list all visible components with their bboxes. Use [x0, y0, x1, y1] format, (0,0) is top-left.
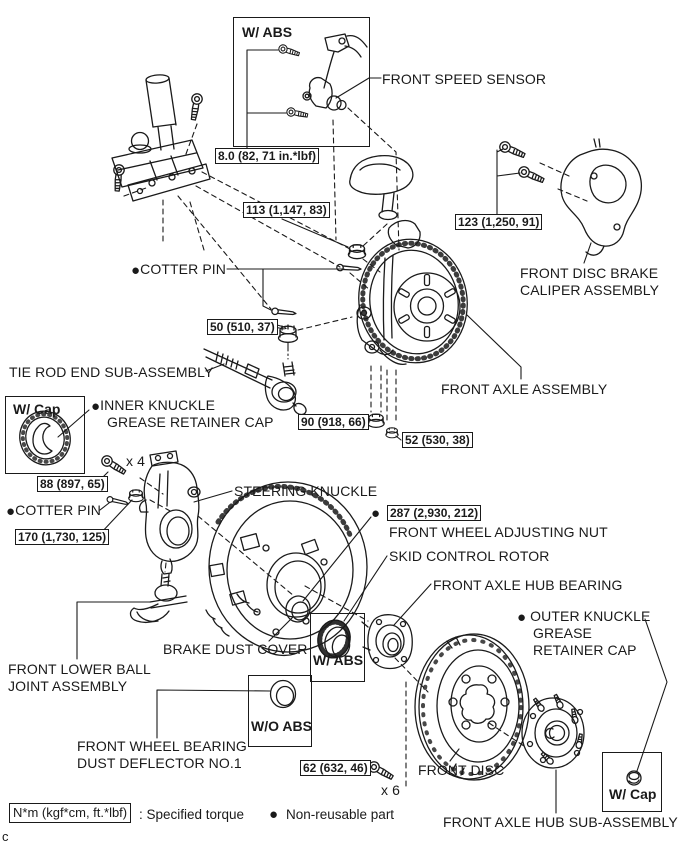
caliper-bolt-icon: [497, 139, 527, 161]
torque-tie-rod-nut: 50 (510, 37): [207, 319, 278, 335]
fasteners-art: [99, 244, 399, 783]
label-cotter-pin-lower: ●COTTER PIN: [6, 502, 101, 520]
torque-speed-sensor: 8.0 (82, 71 in.*lbf): [215, 148, 320, 164]
torque-ball-joint-nut: 170 (1,730, 125): [15, 529, 110, 545]
legend-torque-unit-box: N*m (kgf*cm, ft.*lbf): [9, 803, 132, 823]
hub-bearing-flange-art: [361, 614, 413, 670]
torque-caliper-bolt: 123 (1,250, 91): [455, 214, 543, 230]
wo-abs-variant-box-label: W/O ABS: [251, 718, 312, 734]
page-footer-char: c: [2, 829, 9, 844]
cotter-pin-icon: [335, 263, 362, 273]
abs-variant-box-mid: W/ ABS: [310, 613, 365, 682]
caliper-art: [497, 138, 643, 256]
label-count-x6: x 6: [381, 782, 400, 798]
label-count-x4: x 4: [126, 453, 145, 469]
cotter-pin-icon: [270, 307, 297, 317]
strut-bolt-icon: [187, 92, 204, 122]
wo-abs-deflector-art: [269, 679, 297, 709]
legend-nonreusable-bullet: ●: [269, 806, 279, 823]
label-brake-dust-cover: BRAKE DUST COVER: [163, 641, 308, 657]
label-adjusting-nut: FRONT WHEEL ADJUSTING NUT: [389, 524, 608, 540]
axle-nut-icon: [367, 413, 385, 428]
cap-variant-box-right-label: W/ Cap: [609, 786, 657, 802]
seal-ring-art: [285, 595, 311, 623]
abs-hub-bearing-art: [317, 619, 351, 659]
abs-variant-box-top: W/ ABS: [233, 17, 370, 147]
nonreusable-bullet: ●: [91, 398, 101, 415]
hub-sub-assembly-art: [521, 693, 585, 769]
label-hub-bearing: FRONT AXLE HUB BEARING: [433, 577, 623, 593]
disc-bolt-icon: [366, 759, 396, 783]
wheel-stud-icon: [539, 750, 556, 767]
abs-variant-box-mid-label: W/ ABS: [313, 652, 364, 668]
label-front-speed-sensor: FRONT SPEED SENSOR: [382, 71, 547, 87]
nonreusable-bullet: ●: [6, 503, 16, 520]
upper-arm-art: [349, 154, 414, 221]
nonreusable-bullet: ●: [131, 262, 141, 279]
label-front-disc: FRONT DISC: [418, 762, 505, 778]
ball-joint-nut-icon: [128, 489, 144, 503]
label-steering-knuckle: STEERING KNUCKLE: [234, 483, 378, 499]
wheel-stud-icon: [552, 693, 565, 710]
brake-dust-cover-art: [205, 481, 368, 657]
torque-disc-bolt: 62 (632, 46): [300, 760, 371, 776]
lower-ball-joint-art: [129, 573, 188, 624]
nonreusable-bullet: ●: [371, 505, 381, 522]
label-outer-knuckle-cap: ● OUTER KNUCKLE GREASE RETAINER CAP: [517, 608, 651, 658]
speed-sensor-art: [277, 33, 368, 121]
torque-axle-nut-lower: 52 (530, 38): [402, 432, 473, 448]
label-hub-sub-assembly: FRONT AXLE HUB SUB-ASSEMBLY: [443, 814, 678, 830]
inner-cap-art: [19, 410, 71, 466]
strut-assembly-art: [111, 74, 211, 202]
label-inner-knuckle-cap: ●INNER KNUCKLE GREASE RETAINER CAP: [91, 397, 274, 430]
legend-nonreusable-desc: Non-reusable part: [286, 807, 395, 822]
abs-variant-box-top-label: W/ ABS: [242, 24, 293, 40]
label-tie-rod-end: TIE ROD END SUB-ASSEMBLY: [9, 364, 214, 380]
torque-adjusting-nut: 287 (2,930, 212): [387, 505, 482, 521]
leader-lines: [57, 49, 668, 814]
cotter-pin-icon: [105, 495, 130, 507]
assembly-axis-dashed-lines: [123, 107, 588, 789]
label-skid-control-rotor: SKID CONTROL ROTOR: [389, 548, 550, 564]
strut-nut-icon: [347, 244, 367, 260]
steering-knuckle-art: [139, 450, 201, 575]
caliper-bolt-icon: [516, 164, 546, 186]
front-disc-art: [414, 633, 530, 781]
torque-axle-nut-upper: 90 (918, 66): [298, 414, 369, 430]
front-axle-assembly-art: [356, 219, 468, 366]
wo-abs-variant-box: W/O ABS: [248, 675, 312, 747]
torque-strut-nut: 113 (1,147, 83): [243, 202, 330, 218]
cap-variant-box-left: W/ Cap: [5, 396, 85, 474]
torque-knuckle-bolt: 88 (897, 65): [37, 476, 108, 492]
label-cotter-pin-upper: ●COTTER PIN: [131, 261, 226, 279]
tie-rod-art: [203, 348, 307, 416]
legend-torque-desc: : Specified torque: [139, 807, 245, 822]
outer-cap-art: [626, 770, 642, 786]
label-dust-deflector: FRONT WHEEL BEARING DUST DEFLECTOR NO.1: [77, 738, 247, 771]
label-lower-ball-joint: FRONT LOWER BALL JOINT ASSEMBLY: [8, 661, 151, 694]
knuckle-bolt-icon: [99, 453, 129, 478]
cap-variant-box-left-label: W/ Cap: [13, 401, 61, 417]
nonreusable-bullet: ●: [517, 609, 527, 626]
label-front-axle-assembly: FRONT AXLE ASSEMBLY: [441, 381, 608, 397]
label-caliper-assembly: FRONT DISC BRAKE CALIPER ASSEMBLY: [520, 265, 660, 298]
cap-variant-box-right: W/ Cap: [602, 752, 662, 812]
